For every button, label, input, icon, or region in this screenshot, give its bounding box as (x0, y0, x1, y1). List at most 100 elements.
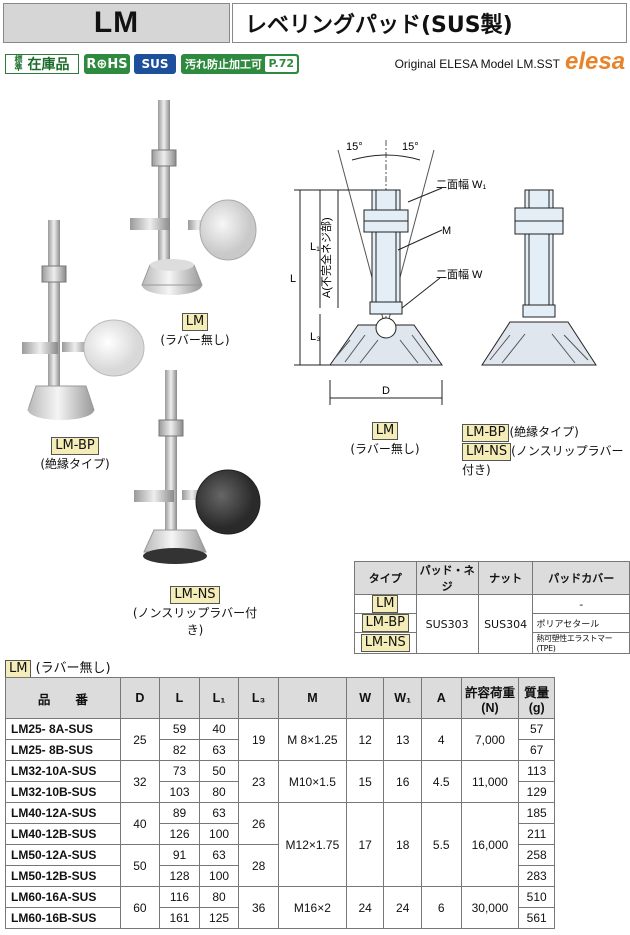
cell-l3: 19 (238, 718, 279, 761)
cell-l1: 80 (198, 781, 240, 803)
part-number: LM50-12B-SUS (5, 865, 121, 887)
cell-l3: 28 (238, 844, 279, 887)
drawing-caption-bp-sub: (絶縁タイプ) (509, 425, 579, 439)
part-number: LM32-10A-SUS (5, 760, 121, 782)
cell-w1: 24 (383, 886, 422, 929)
photo-lm (130, 100, 257, 295)
cell-l3: 26 (238, 802, 279, 845)
cell-w1: 16 (383, 760, 422, 803)
cell-mass: 561 (518, 907, 555, 929)
spec-h-w: W (345, 677, 385, 719)
stock-badge: 標準 在庫品 (5, 54, 79, 74)
w1-label: 二面幅 W₁ (436, 178, 486, 191)
table-title-sub: (ラバー無し) (35, 661, 111, 676)
cell-w: 17 (345, 802, 385, 887)
cell-d: 50 (119, 844, 161, 887)
caption-lm-bp-label: LM-BP (51, 437, 99, 455)
cell-l1: 50 (198, 760, 240, 782)
drawing-caption-ns-sub: (ノンスリップラバー付き) (462, 444, 624, 477)
stock-badge-small: 標準 (14, 55, 23, 72)
caption-lm-bp: LM-BP (絶縁タイプ) (20, 437, 130, 472)
caption-lm-sub: (ラバー無し) (160, 333, 230, 347)
elesa-logo: elesa (565, 48, 626, 75)
spec-h-w1: W₁ (383, 677, 422, 719)
l3-label: L₃ (310, 331, 321, 343)
cell-a: 5.5 (420, 802, 462, 887)
cell-d: 32 (119, 760, 161, 803)
cell-l1: 63 (198, 844, 240, 866)
cell-load: 11,000 (460, 760, 520, 803)
caption-lm-bp-sub: (絶縁タイプ) (40, 457, 110, 471)
cell-mass: 185 (518, 802, 555, 824)
stock-badge-large: 在庫品 (27, 57, 70, 73)
cell-mass: 57 (518, 718, 555, 740)
model-title: LM (3, 3, 230, 43)
spec-h-mass: 質量 (g) (518, 677, 555, 719)
cell-l: 161 (159, 907, 200, 929)
drawing-caption-bp-label: LM-BP (462, 424, 510, 442)
caption-lm: LM (ラバー無し) (150, 313, 240, 348)
spec-header-row: 品 番 D L L₁ L₃ M W W₁ A 許容荷重 (N) 質量 (g) (5, 677, 555, 719)
product-photos (22, 100, 261, 564)
cell-m: M10×1.5 (277, 760, 347, 803)
product-title: レベリングパッド(SUS製) (232, 3, 627, 43)
angle-right-label: 15° (402, 141, 419, 153)
cell-l: 126 (159, 823, 200, 845)
cell-m: M12×1.75 (277, 802, 347, 887)
cell-mass: 258 (518, 844, 555, 866)
spec-h-load: 許容荷重 (N) (460, 677, 520, 719)
cell-a: 4.5 (420, 760, 462, 803)
caption-lm-ns-sub: (ノンスリップラバー付き) (132, 606, 258, 637)
spec-h-d: D (119, 677, 161, 719)
drawing-caption-lm-label: LM (371, 422, 399, 440)
part-number: LM40-12A-SUS (5, 802, 121, 824)
sus-badge: SUS (134, 54, 176, 74)
w-label: 二面幅 W (436, 268, 483, 281)
cell-load: 7,000 (460, 718, 520, 761)
mat-h-pad: パッド・ネジ (415, 561, 479, 595)
cell-mass: 113 (518, 760, 555, 782)
cell-l: 116 (159, 886, 200, 908)
d-label: D (382, 385, 390, 397)
cell-w: 24 (345, 886, 385, 929)
mat-type-bp: LM-BP (361, 614, 409, 632)
cell-l1: 40 (198, 718, 240, 740)
materials-header-row: タイプ パッド・ネジ ナット パッドカバー (354, 561, 630, 595)
caption-lm-ns-label: LM-NS (170, 586, 220, 604)
caption-lm-label: LM (181, 313, 209, 331)
cell-l: 103 (159, 781, 200, 803)
cell-mass: 211 (518, 823, 555, 845)
photo-lm-ns (134, 370, 261, 564)
cell-w1: 18 (383, 802, 422, 887)
spec-h-pn: 品 番 (5, 677, 121, 719)
cell-d: 60 (119, 886, 161, 929)
a-label: A(不完全ネジ部) (319, 217, 333, 298)
materials-row: LM-NS 熱可塑性エラストマー(TPE) (354, 632, 630, 654)
cell-w: 12 (345, 718, 385, 761)
cell-l: 91 (159, 844, 200, 866)
cell-l3: 23 (238, 760, 279, 803)
photo-lm-bp (22, 220, 145, 420)
cell-mass: 510 (518, 886, 555, 908)
part-number: LM60-16B-SUS (5, 907, 121, 929)
mat-type-lm: LM (372, 595, 399, 613)
mat-cover-lm: - (532, 594, 630, 614)
caption-lm-ns: LM-NS (ノンスリップラバー付き) (125, 586, 265, 638)
l1-label: L₁ (310, 241, 320, 253)
anti-stain-page: P.72 (265, 56, 297, 72)
m-label: M (442, 225, 451, 237)
spec-h-l: L (159, 677, 200, 719)
cell-load: 16,000 (460, 802, 520, 887)
technical-drawing: 15° 15° 二面幅 W₁ M 二面幅 W L L₁ A(不完全ネジ部) L₃… (290, 140, 597, 405)
part-number: LM25- 8B-SUS (5, 739, 121, 761)
cell-a: 6 (420, 886, 462, 929)
cell-l1: 63 (198, 739, 240, 761)
anti-stain-badge: 汚れ防止加工可 P.72 (181, 54, 299, 74)
drawing-caption-variants: LM-BP(絶縁タイプ) LM-NS(ノンスリップラバー付き) (462, 423, 630, 479)
